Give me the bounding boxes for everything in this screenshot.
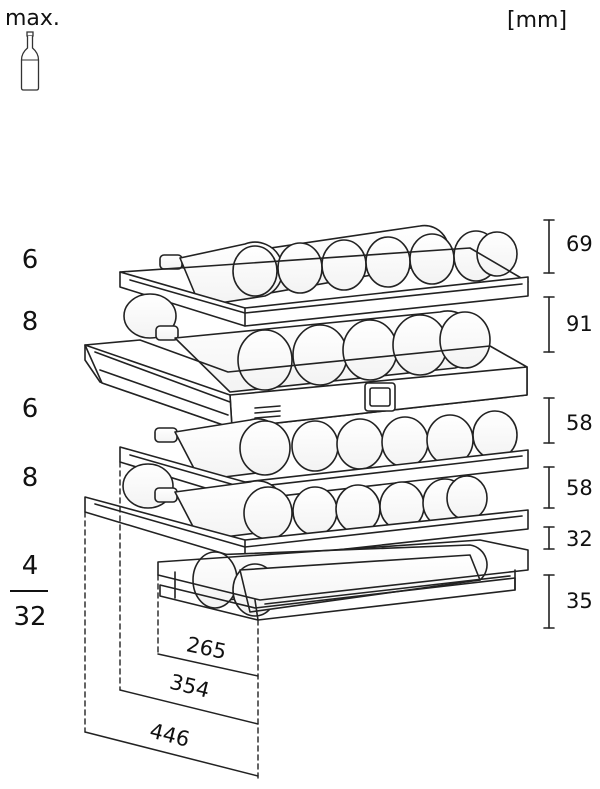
depth-dim-1: 265 (184, 632, 228, 664)
shelf-2-frame (84, 339, 528, 429)
total-divider (10, 590, 48, 592)
height-dim-6: 35 (566, 589, 593, 613)
wine-bottle-icon (20, 31, 40, 91)
depth-dim-3: 446 (147, 719, 192, 752)
depth-dim-2: 354 (167, 670, 212, 703)
shelf-count-4: 8 (21, 463, 39, 493)
height-dim-1: 69 (566, 232, 593, 256)
shelf-count-1: 6 (21, 245, 39, 275)
height-dim-brackets (543, 219, 555, 629)
height-dim-2: 91 (566, 312, 593, 336)
shelf-3-bottles (154, 410, 518, 481)
max-label: max. (5, 6, 60, 31)
unit-label: [mm] (507, 8, 568, 33)
shelf-count-5: 4 (21, 551, 39, 581)
shelf-1-bottles (159, 224, 518, 307)
depth-guides (84, 461, 259, 781)
shelf-2-bottles (123, 293, 491, 393)
height-dim-4: 58 (566, 476, 593, 500)
shelf-1-frame (119, 247, 529, 327)
shelf-count-3: 6 (21, 394, 39, 424)
height-dim-3: 58 (566, 411, 593, 435)
total-count: 32 (13, 602, 47, 632)
depth-lines (84, 653, 259, 777)
drawer-bottles (192, 544, 488, 617)
height-dim-5: 32 (566, 527, 593, 551)
shelf-count-2: 8 (21, 307, 39, 337)
shelf-4-bottles (122, 463, 488, 541)
